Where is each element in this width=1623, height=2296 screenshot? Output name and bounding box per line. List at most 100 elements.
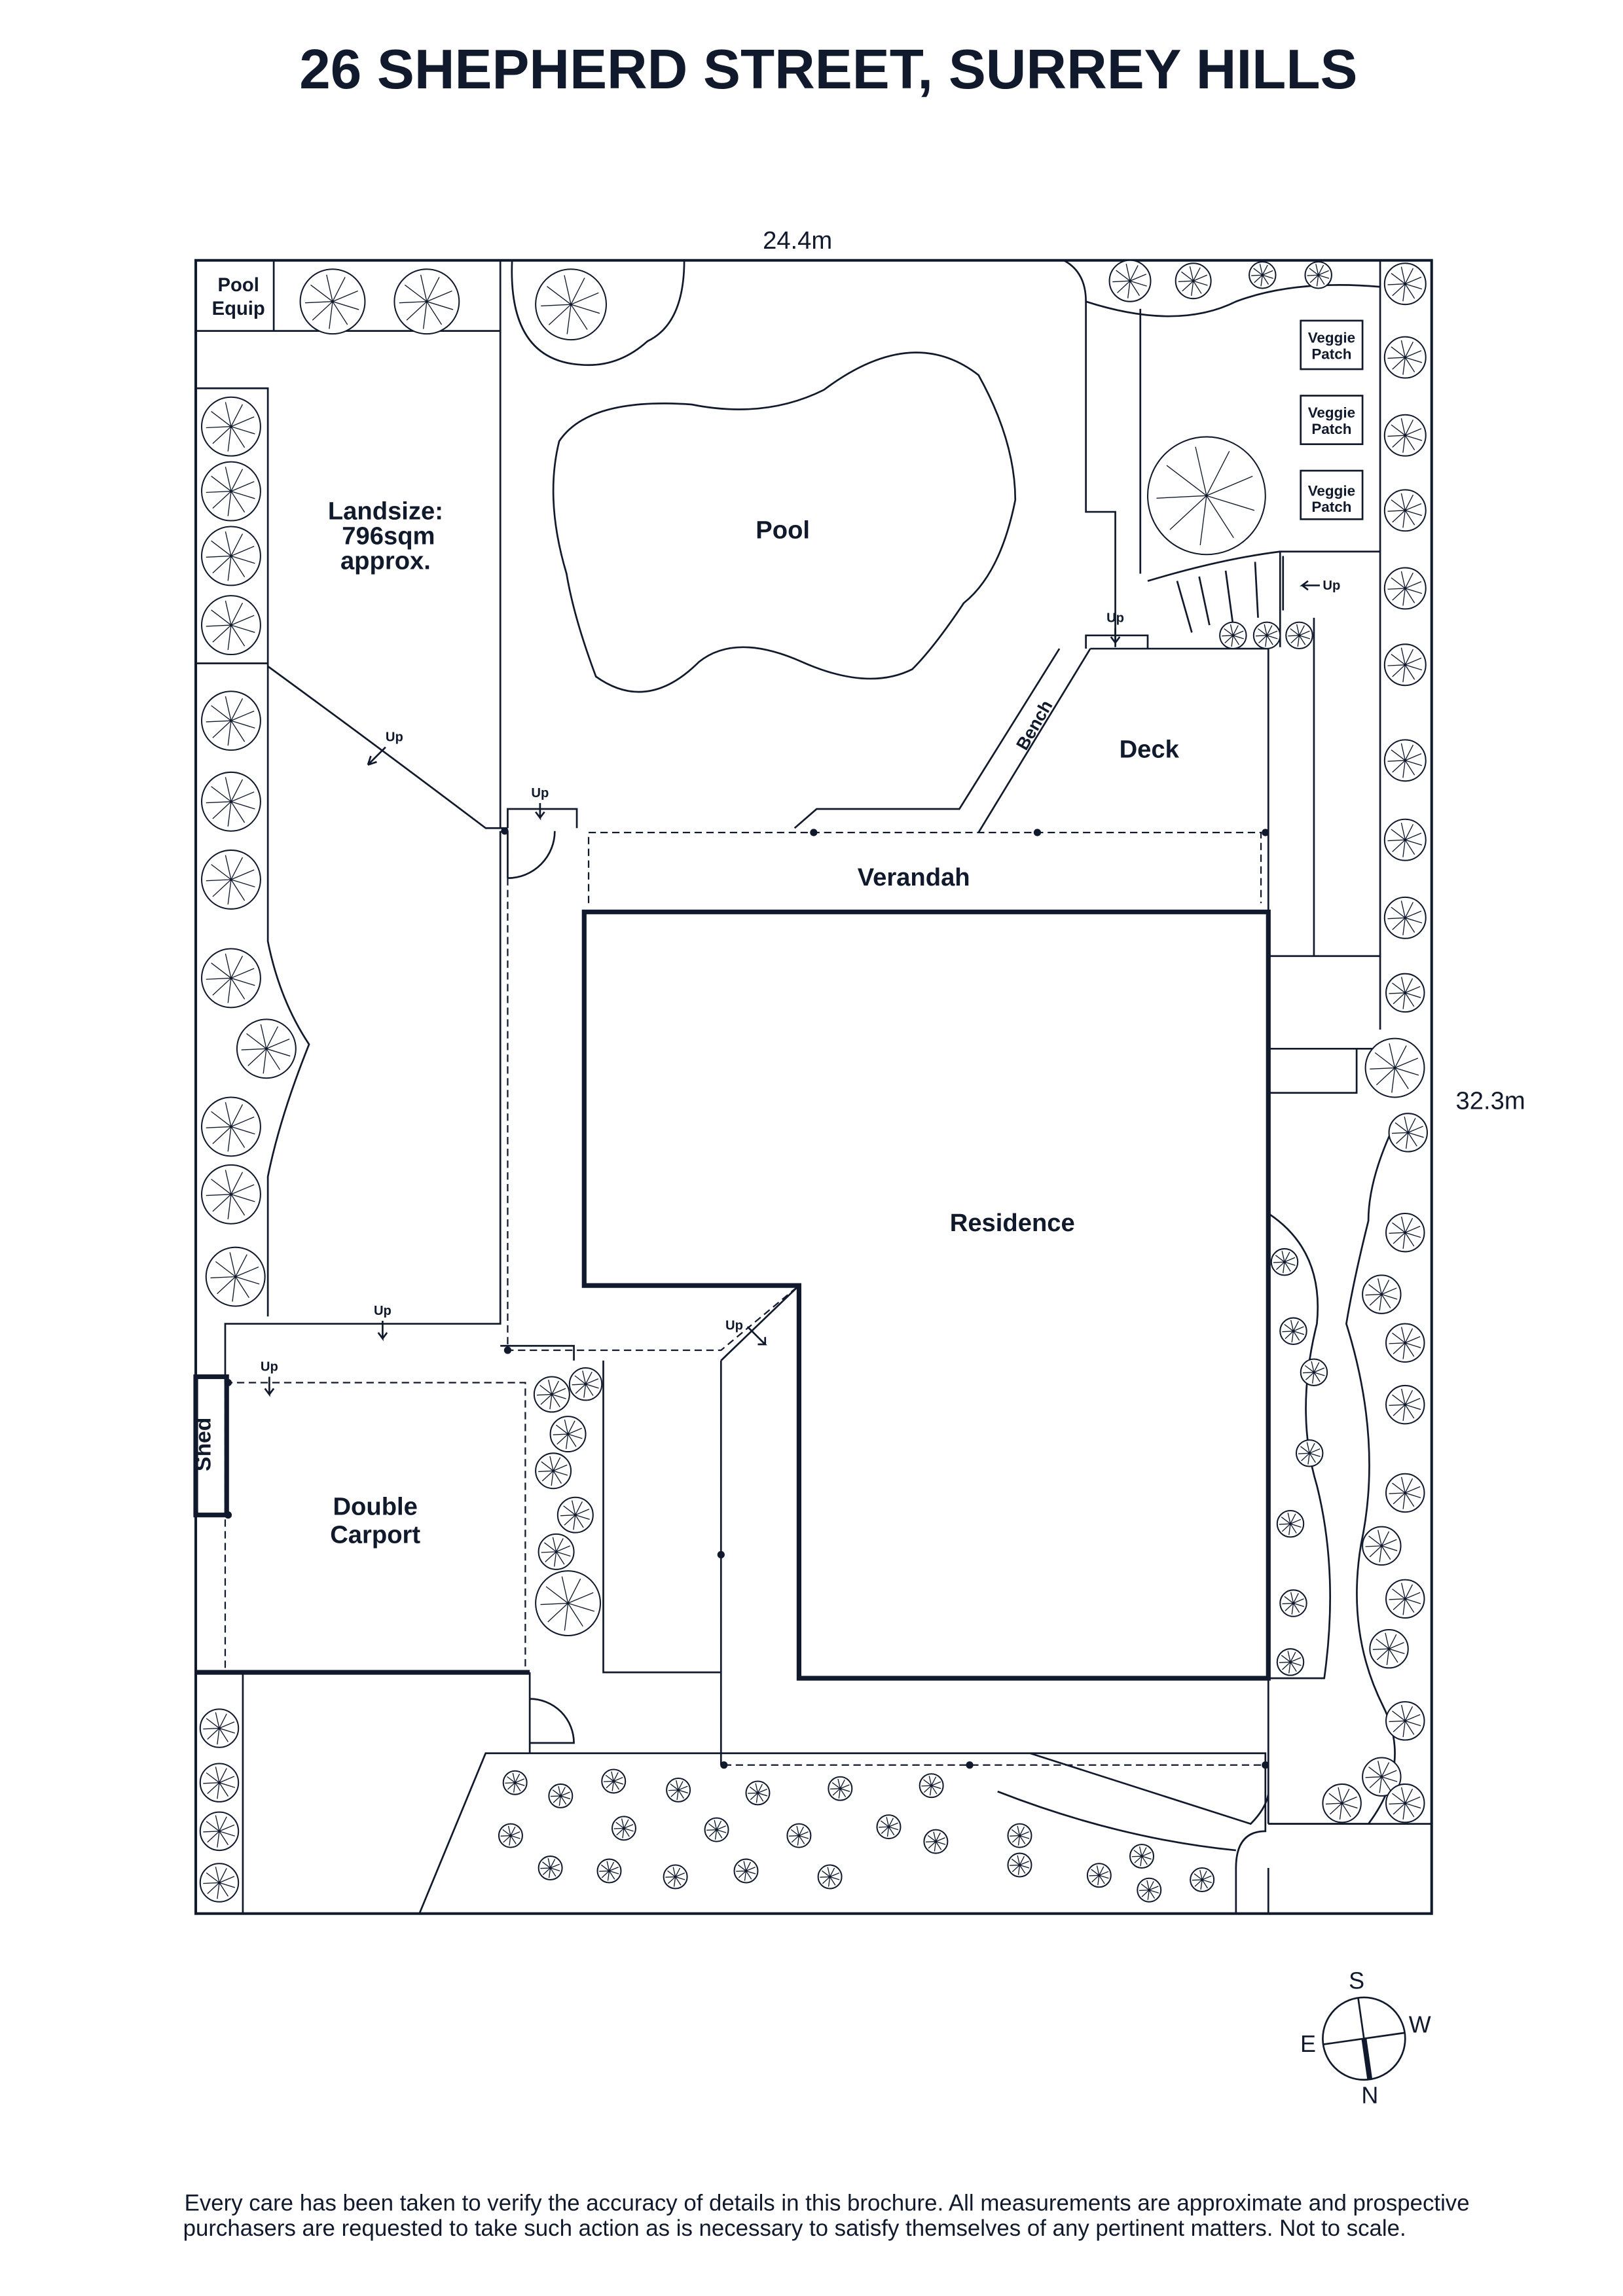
tree-icon (200, 595, 261, 656)
page-title: 26 SHEPHERD STREET, SURREY HILLS (299, 39, 1357, 101)
tree-icon (1007, 1823, 1032, 1848)
tree-icon (1362, 1526, 1402, 1566)
tree-icon (601, 1768, 627, 1794)
tree-icon (1190, 1867, 1215, 1893)
tree-icon (1285, 621, 1313, 650)
tree-icon (1385, 1212, 1425, 1253)
tree-icon (596, 1858, 622, 1884)
tree-icon (1385, 1783, 1425, 1823)
compass-w: W (1409, 2011, 1431, 2038)
depth-dimension: 32.3m (1456, 1086, 1525, 1115)
tree-icon (1137, 1877, 1162, 1903)
tree-icon (502, 1770, 528, 1795)
tree-icon (199, 1863, 240, 1903)
tree-icon (1295, 1439, 1324, 1467)
up-label: Up (374, 1304, 392, 1318)
landsize-label-2: 796sqm (342, 522, 435, 550)
compass: S W E N (1300, 1967, 1431, 2108)
property-boundary (194, 259, 1433, 1915)
width-dimension: 24.4m (763, 226, 832, 255)
tree-icon (663, 1864, 688, 1890)
pool-equip-label-1: Pool (218, 275, 259, 296)
tree-icon (1129, 1844, 1155, 1869)
tree-icon (1108, 259, 1152, 302)
tree-icon (535, 268, 608, 341)
tree-icon (876, 1814, 902, 1840)
tree-icon (200, 691, 261, 751)
tree-icon (299, 268, 366, 335)
tree-icon (666, 1777, 691, 1803)
tree-icon (200, 771, 261, 832)
tree-icon (568, 1367, 603, 1401)
tree-icon (1279, 1589, 1307, 1617)
shed-outline (193, 1374, 229, 1518)
tree-icon (236, 1018, 297, 1079)
trees (199, 259, 1428, 1903)
tree-icon (1385, 1384, 1425, 1425)
up-label: Up (1106, 611, 1124, 626)
tree-icon (1383, 818, 1427, 861)
tree-icon (1362, 1757, 1402, 1797)
tree-icon (538, 1533, 575, 1570)
carport-label-1: Double (333, 1493, 417, 1521)
tree-icon (1385, 1579, 1425, 1619)
veggie-patch-2-line2: Patch (1311, 421, 1351, 437)
tree-icon (1279, 1317, 1307, 1346)
up-label: Up (261, 1359, 278, 1374)
tree-icon (200, 526, 261, 586)
tree-icon (1385, 1473, 1425, 1513)
tree-icon (733, 1858, 759, 1884)
arrow-icon (264, 1376, 275, 1397)
tree-icon (200, 1164, 261, 1225)
tree-icon (1383, 896, 1427, 939)
disclaimer-line-2: purchasers are requested to take such ac… (183, 2215, 1406, 2241)
veggie-patch-2-line1: Veggie (1308, 404, 1355, 421)
tree-icon (533, 1376, 570, 1413)
veggie-patch-3-line1: Veggie (1308, 482, 1355, 499)
tree-icon (1276, 1648, 1305, 1676)
tree-icon (745, 1780, 771, 1806)
tree-icon (1219, 621, 1247, 650)
compass-s: S (1349, 1967, 1364, 1994)
step-markers: Up Up Up Up Up Up Up (261, 579, 1340, 1397)
tree-icon (535, 1570, 602, 1636)
landsize-label-3: approx. (340, 547, 431, 575)
compass-icon (1322, 1996, 1406, 2081)
tree-icon (1322, 1783, 1362, 1823)
up-label: Up (531, 786, 549, 800)
tree-icon (498, 1823, 523, 1848)
up-label: Up (725, 1319, 743, 1333)
compass-n: N (1361, 2082, 1378, 2109)
tree-icon (1383, 336, 1427, 379)
tree-icon (200, 396, 261, 457)
bench-label: Bench (1012, 697, 1056, 753)
tree-icon (1388, 1113, 1428, 1153)
arrow-icon (535, 803, 545, 821)
up-label: Up (1322, 579, 1340, 593)
tree-icon (1383, 739, 1427, 782)
deck-label: Deck (1120, 735, 1180, 763)
tree-icon (786, 1823, 812, 1848)
tree-icon (1276, 1509, 1305, 1538)
landsize-label-1: Landsize: (328, 497, 443, 525)
arrow-icon (746, 1326, 767, 1346)
tree-icon (1383, 489, 1427, 532)
tree-icon (538, 1856, 563, 1881)
tree-icon (200, 849, 261, 910)
verandah-label: Verandah (858, 863, 970, 891)
tree-icon (535, 1452, 572, 1490)
tree-icon (1362, 1274, 1402, 1314)
tree-icon (1175, 262, 1212, 300)
tree-icon (1364, 1037, 1425, 1098)
tree-icon (549, 1416, 587, 1453)
shed-label: Shed (191, 1418, 215, 1471)
pool-label: Pool (756, 516, 810, 545)
tree-icon (1249, 261, 1277, 289)
tree-icon (1383, 643, 1427, 687)
tree-icon (1385, 1323, 1425, 1363)
up-label: Up (386, 730, 403, 745)
tree-icon (817, 1864, 843, 1890)
tree-icon (1270, 1247, 1299, 1276)
tree-icon (200, 948, 261, 1009)
